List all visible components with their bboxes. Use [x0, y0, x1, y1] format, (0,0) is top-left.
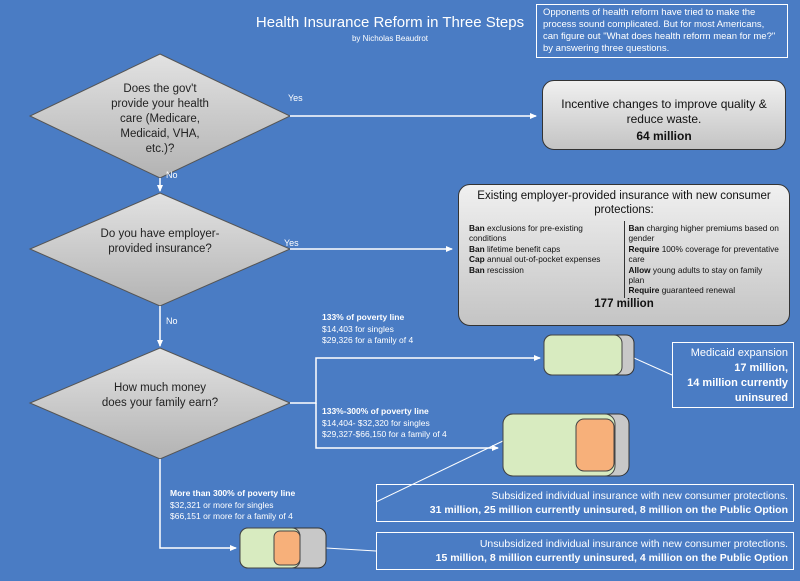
protection-item: Ban exclusions for pre-existing conditio… — [469, 223, 583, 244]
income-band-2-heading: 133%-300% of poverty line — [322, 406, 429, 416]
outcome-medicaid-line1: 17 million, — [734, 362, 788, 374]
income-band-1-family: $29,326 for a family of 4 — [322, 335, 414, 345]
label-yes-1: Yes — [288, 93, 303, 103]
protection-item: Cap annual out-of-pocket expenses — [469, 254, 601, 265]
arrow-income-3 — [159, 459, 237, 551]
income-band-1-singles: $14,403 for singles — [322, 323, 394, 334]
pointer-subsidized — [375, 439, 506, 503]
protections-list: Ban exclusions for pre-existing conditio… — [465, 221, 783, 298]
byline: by Nicholas Beaudrot — [351, 34, 429, 43]
outcome-subsidized-title: Subsidized individual insurance with new… — [491, 490, 789, 502]
label-yes-2: Yes — [284, 238, 299, 248]
pointer-medicaid — [633, 357, 673, 376]
outcome-subsidized-box: Subsidized individual insurance with new… — [376, 484, 794, 522]
outcome-medicaid-line3: uninsured — [734, 392, 788, 404]
protection-item: Require guaranteed renewal — [628, 285, 736, 296]
income-band-2-singles: $14,404- $32,320 for singles — [322, 417, 430, 428]
outcome-subsidized-detail: 31 million, 25 million currently uninsur… — [429, 504, 788, 516]
outcome-employer-heading: Existing employer-provided insurance wit… — [477, 190, 771, 216]
page-title: Health Insurance Reform in Three Steps — [255, 14, 525, 31]
coverage-block-medicaid — [543, 334, 635, 376]
protection-item: Require 100% coverage for preventative c… — [628, 243, 779, 265]
label-no-2: No — [166, 316, 178, 326]
label-no-1: No — [166, 170, 178, 180]
arrow-income-2 — [315, 403, 499, 451]
intro-text-box: Opponents of health reform have tried to… — [536, 4, 788, 58]
pointer-unsubsidized — [325, 547, 377, 552]
income-band-3-family: $66,151 or more for a family of 4 — [170, 511, 293, 521]
arrow-income-1 — [290, 355, 541, 404]
outcome-unsubsidized-title: Unsubsidized individual insurance with n… — [479, 538, 788, 550]
protections-left-column: Ban exclusions for pre-existing conditio… — [465, 221, 624, 298]
question-3-text: How much money does your family earn? — [101, 382, 219, 409]
income-band-2-family: $29,327-$66,150 for a family of 4 — [322, 429, 447, 439]
question-1-text: Does the gov't provide your health care … — [111, 83, 209, 155]
income-band-3-heading: More than 300% of poverty line — [170, 488, 296, 498]
income-band-3: More than 300% of poverty line $32,321 o… — [170, 488, 295, 523]
protection-item: Allow young adults to stay on family pla… — [628, 264, 763, 286]
income-band-2: 133%-300% of poverty line $14,404- $32,3… — [322, 406, 447, 441]
outcome-employer-count: 177 million — [594, 297, 654, 310]
income-band-1: 133% of poverty line $14,403 for singles… — [322, 312, 413, 347]
protection-item: Ban lifetime benefit caps — [469, 243, 561, 254]
outcome-unsubsidized-detail: 15 million, 8 million currently uninsure… — [435, 552, 788, 564]
question-2-text: Do you have employer-provided insurance? — [100, 228, 220, 255]
protections-right-column: Ban charging higher premiums based on ge… — [623, 221, 784, 298]
income-band-1-heading: 133% of poverty line — [322, 312, 405, 322]
outcome-gov-text: Incentive changes to improve quality & r… — [561, 97, 767, 126]
outcome-employer-box: Existing employer-provided insurance wit… — [458, 184, 790, 326]
outcome-gov-count: 64 million — [636, 129, 692, 143]
outcome-medicaid-line2: 14 million currently — [687, 377, 788, 389]
protection-item: Ban rescission — [469, 264, 524, 275]
outcome-medicaid-title: Medicaid expansion — [690, 347, 788, 359]
coverage-block-unsubsidized — [239, 527, 327, 569]
outcome-gov-box: Incentive changes to improve quality & r… — [542, 80, 786, 150]
coverage-block-subsidized — [502, 413, 630, 477]
outcome-unsubsidized-box: Unsubsidized individual insurance with n… — [376, 532, 794, 570]
income-band-3-singles: $32,321 or more for singles — [170, 499, 274, 510]
protection-item: Ban charging higher premiums based on ge… — [628, 223, 779, 244]
outcome-medicaid-box: Medicaid expansion 17 million, 14 millio… — [672, 342, 794, 408]
